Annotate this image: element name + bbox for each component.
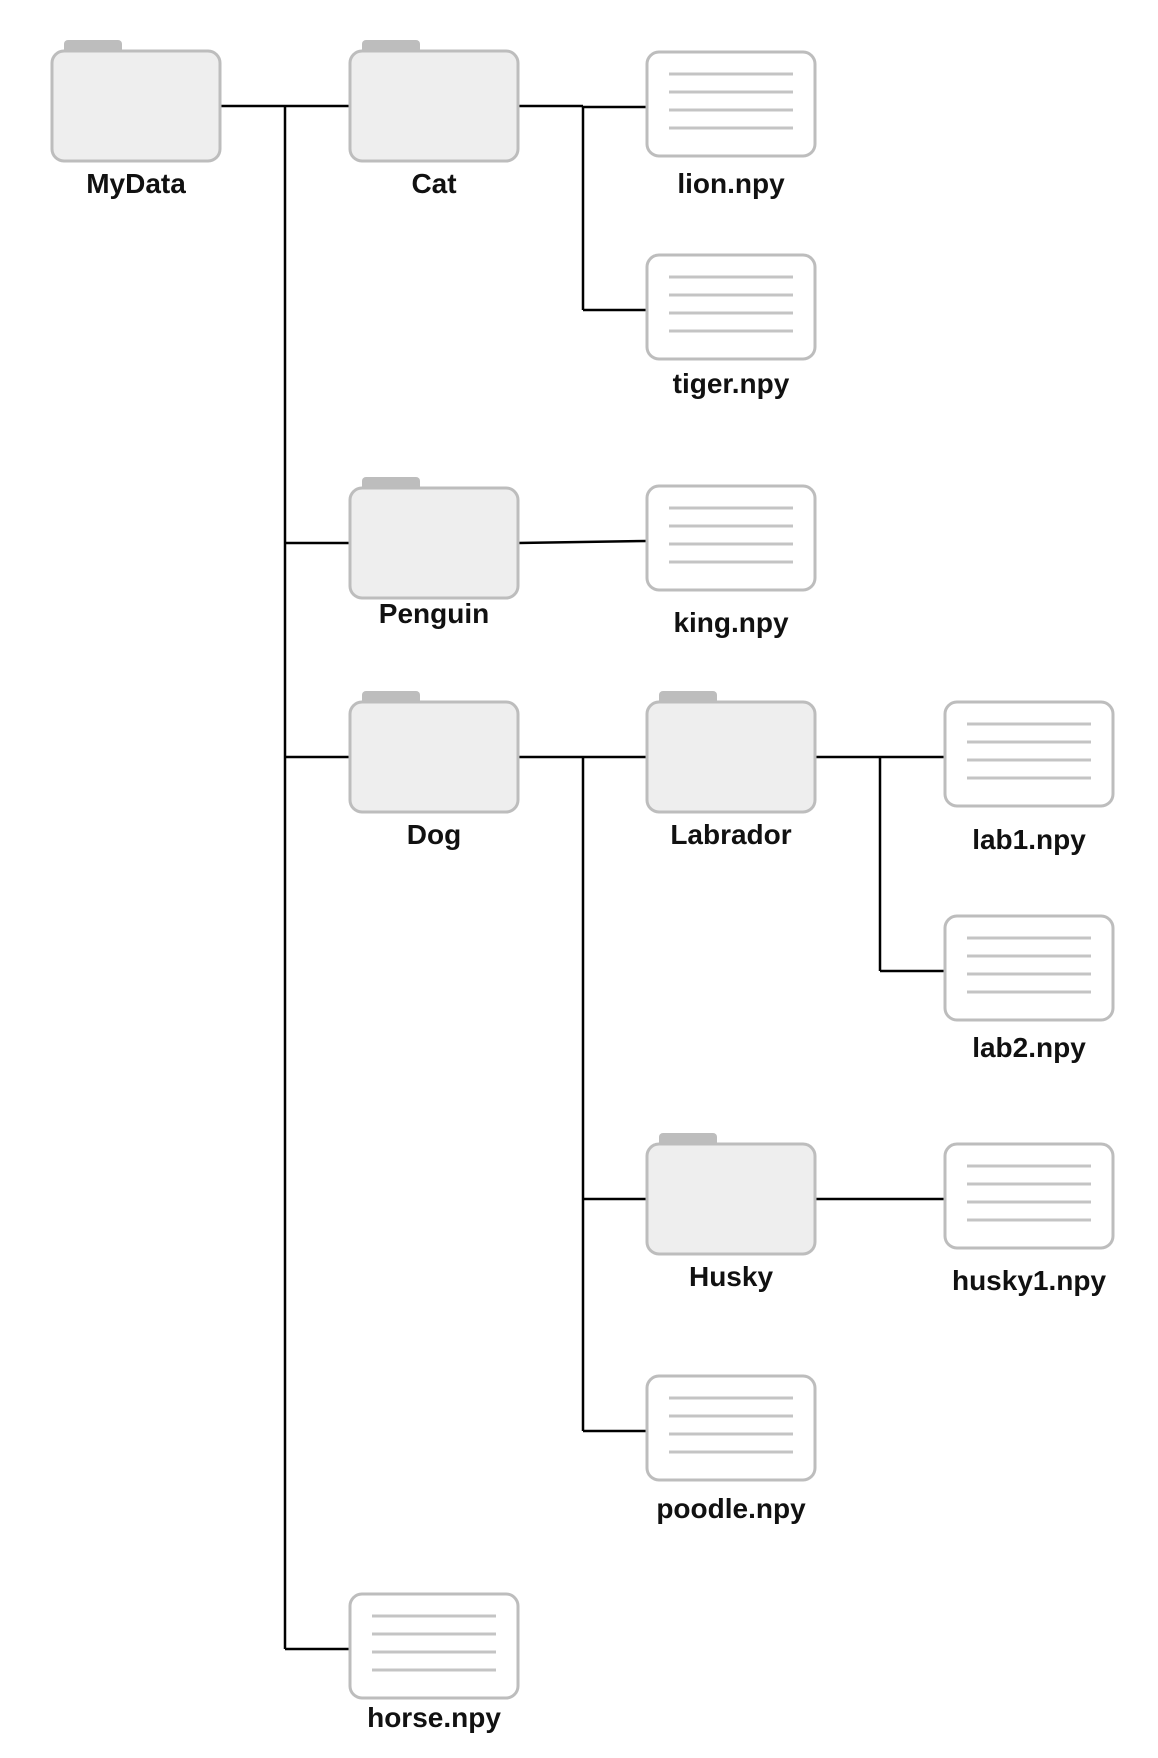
folder-icon	[645, 1142, 817, 1256]
node-label-labrador: Labrador	[670, 819, 791, 850]
node-label-lab1: lab1.npy	[972, 824, 1086, 855]
folder-node-labrador[interactable]: Labrador	[645, 691, 817, 850]
node-label-lion: lion.npy	[677, 168, 785, 199]
node-label-husky1: husky1.npy	[952, 1265, 1106, 1296]
node-label-horse: horse.npy	[367, 1702, 501, 1733]
file-node-lab2[interactable]: lab2.npy	[943, 914, 1115, 1063]
document-icon	[943, 700, 1115, 808]
document-icon	[645, 253, 817, 361]
file-node-husky1[interactable]: husky1.npy	[943, 1142, 1115, 1296]
connector-penguin-king	[517, 539, 648, 545]
node-label-lab2: lab2.npy	[972, 1032, 1086, 1063]
document-icon	[645, 50, 817, 158]
file-node-horse[interactable]: horse.npy	[348, 1592, 520, 1733]
folder-icon	[348, 49, 520, 163]
folder-icon	[645, 700, 817, 814]
folder-node-dog[interactable]: Dog	[348, 691, 520, 850]
node-label-cat: Cat	[411, 168, 456, 199]
file-node-lab1[interactable]: lab1.npy	[943, 700, 1115, 855]
folder-icon	[348, 486, 520, 600]
node-label-poodle: poodle.npy	[656, 1493, 806, 1524]
tree-connectors	[220, 104, 945, 1651]
document-icon	[645, 1374, 817, 1482]
folder-icon	[50, 49, 222, 163]
node-label-penguin: Penguin	[379, 598, 489, 629]
document-icon	[943, 914, 1115, 1022]
document-icon	[943, 1142, 1115, 1250]
folder-node-cat[interactable]: Cat	[348, 40, 520, 199]
node-label-mydata: MyData	[86, 168, 186, 199]
folder-node-husky[interactable]: Husky	[645, 1133, 817, 1292]
document-icon	[645, 484, 817, 592]
folder-node-penguin[interactable]: Penguin	[348, 477, 520, 629]
folder-node-mydata[interactable]: MyData	[50, 40, 222, 199]
node-label-dog: Dog	[407, 819, 461, 850]
node-label-tiger: tiger.npy	[673, 368, 790, 399]
file-node-lion[interactable]: lion.npy	[645, 50, 817, 199]
folder-icon	[348, 700, 520, 814]
document-icon	[348, 1592, 520, 1700]
file-node-poodle[interactable]: poodle.npy	[645, 1374, 817, 1524]
node-label-husky: Husky	[689, 1261, 773, 1292]
file-node-tiger[interactable]: tiger.npy	[645, 253, 817, 399]
node-label-king: king.npy	[673, 607, 789, 638]
file-node-king[interactable]: king.npy	[645, 484, 817, 638]
